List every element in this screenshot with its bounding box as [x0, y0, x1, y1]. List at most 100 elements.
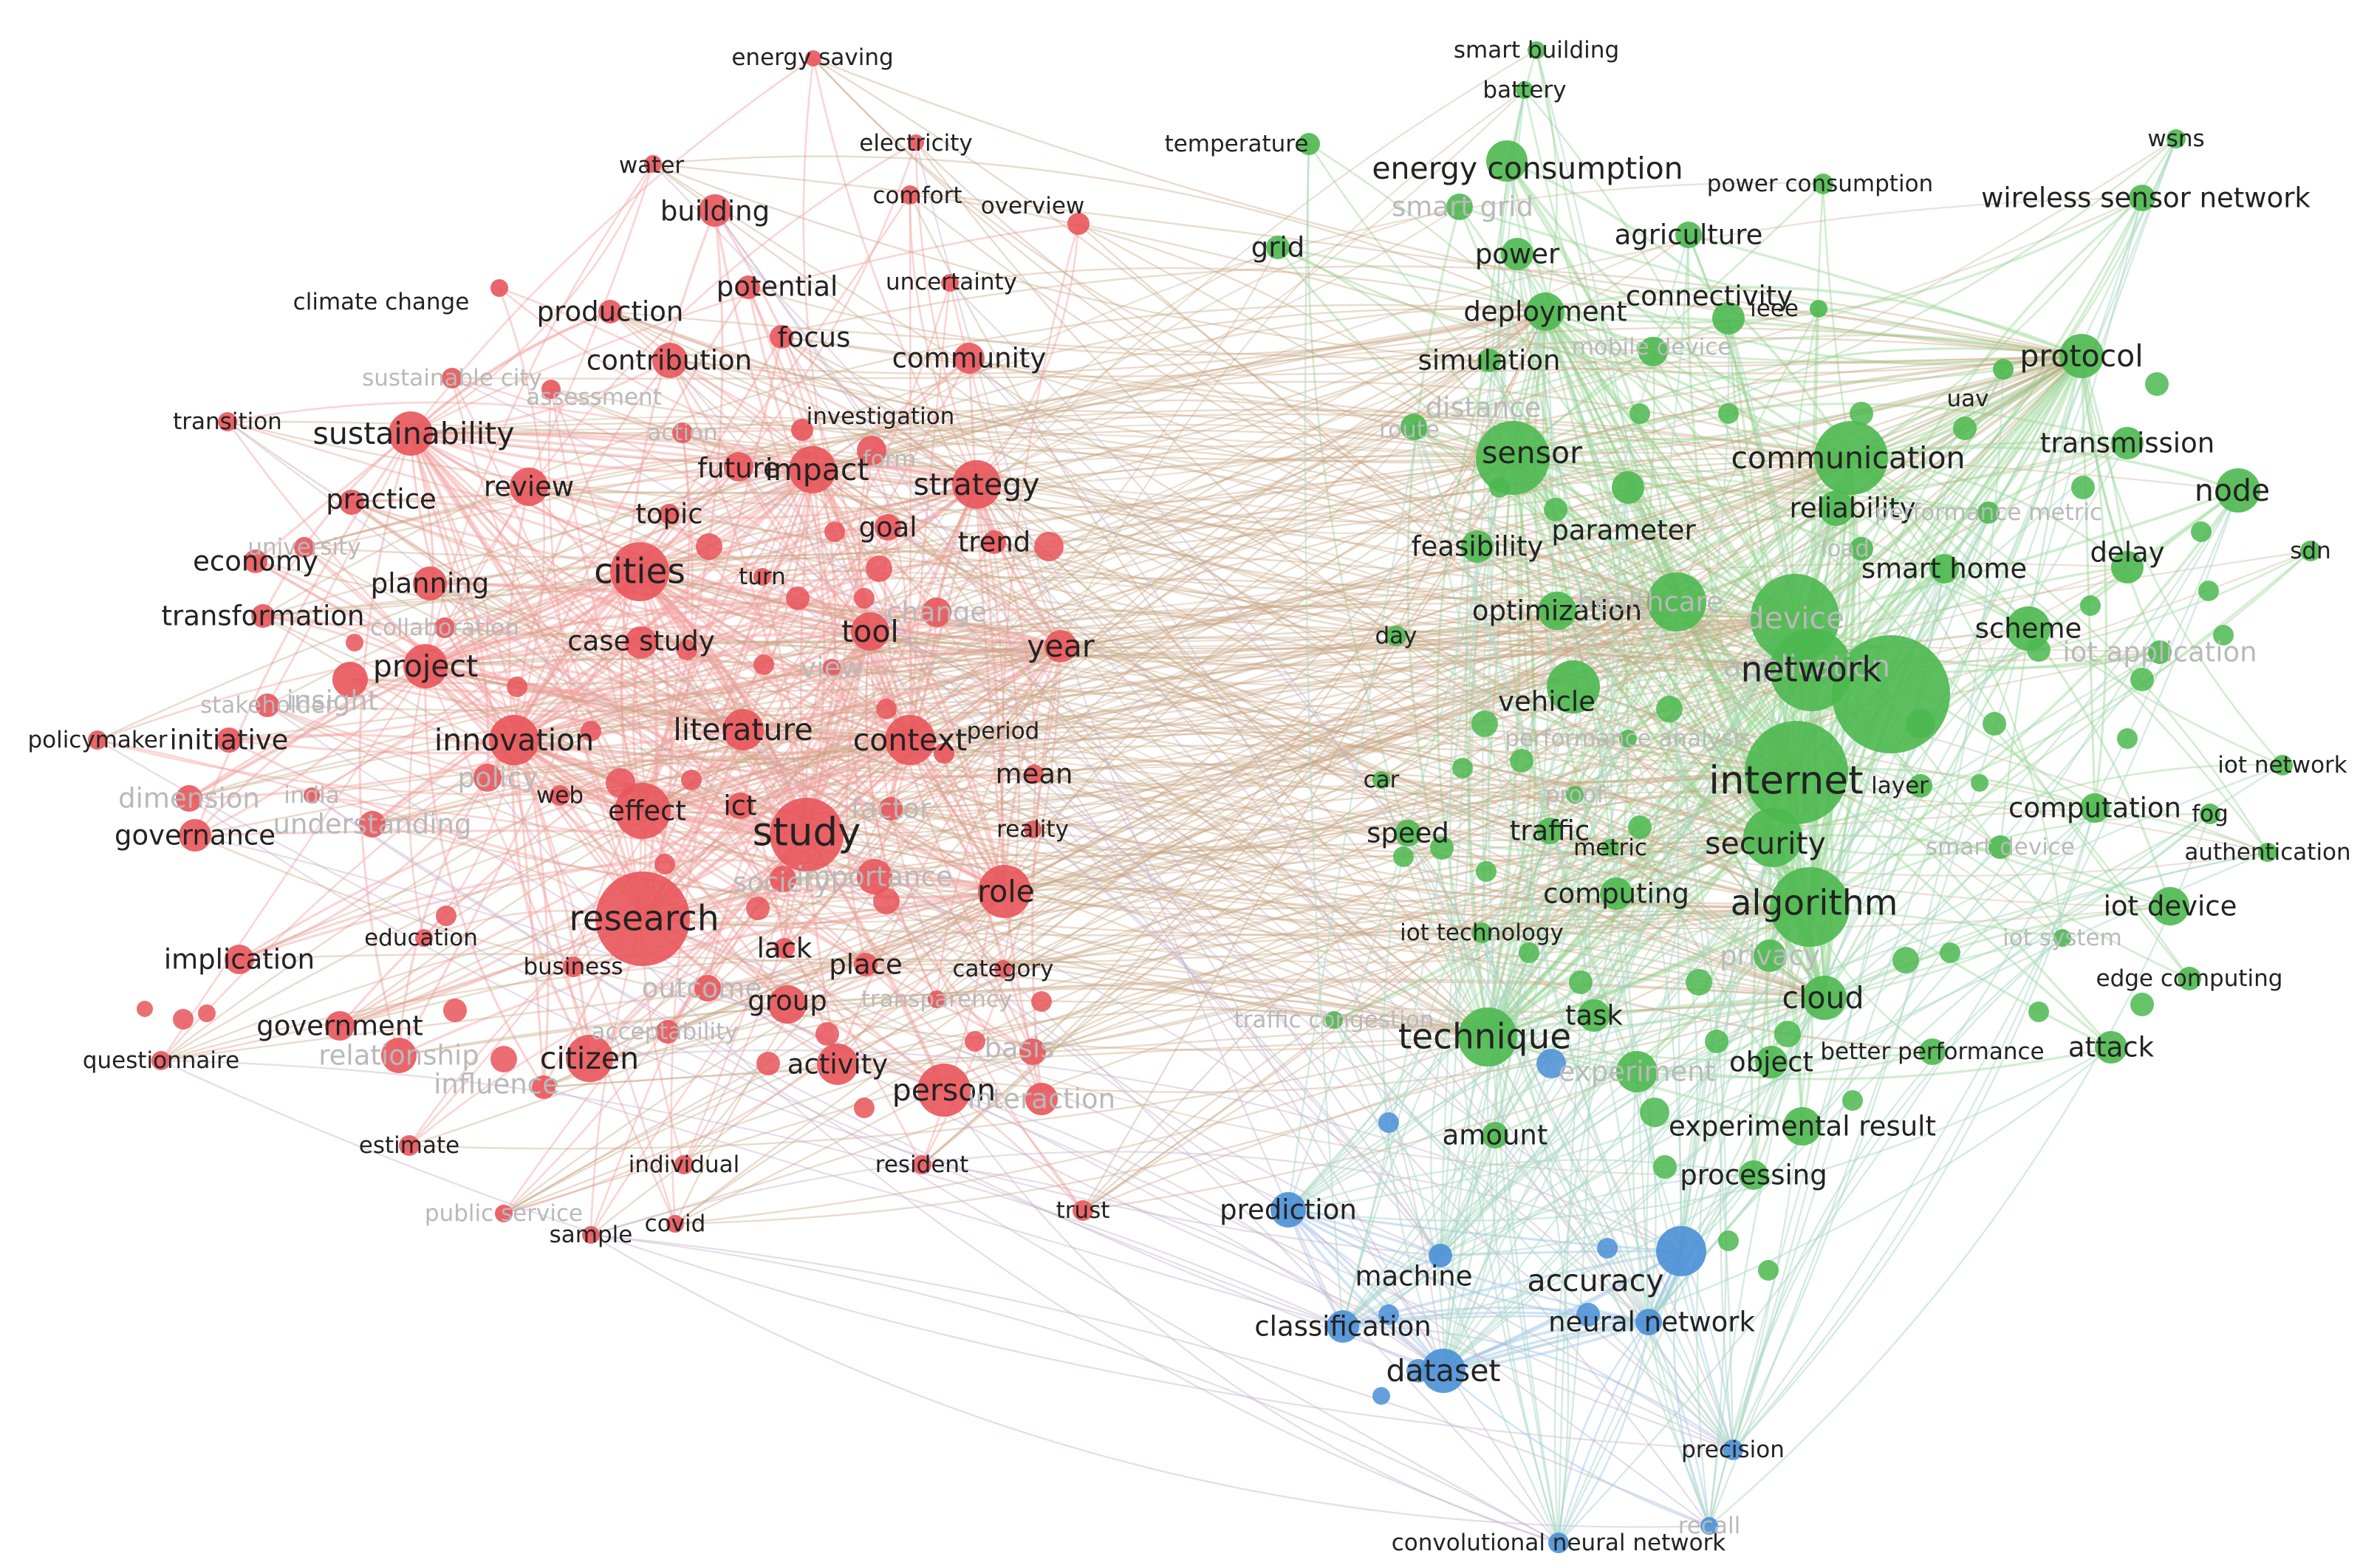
node-recall[interactable]: [1700, 1517, 1718, 1535]
node-machine[interactable]: [1429, 1244, 1452, 1267]
node-dimension[interactable]: [176, 785, 202, 812]
label-public-service[interactable]: public service: [425, 1200, 583, 1227]
node-transmission[interactable]: [2111, 427, 2144, 459]
node-understanding[interactable]: [359, 811, 386, 838]
node-reality[interactable]: [1024, 821, 1042, 838]
node-parameter[interactable]: [1612, 471, 1644, 504]
node-neural-network[interactable]: [1635, 1309, 1662, 1335]
label-contribution[interactable]: contribution: [586, 345, 752, 377]
node-load[interactable]: [1850, 537, 1873, 561]
label-citizen[interactable]: citizen: [540, 1041, 639, 1076]
label-reality[interactable]: reality: [996, 816, 1069, 843]
label-transformation[interactable]: transformation: [162, 600, 365, 632]
label-project[interactable]: project: [373, 648, 478, 684]
label-cities[interactable]: cities: [594, 552, 685, 592]
node-smart-device[interactable]: [1988, 835, 2012, 859]
node-iot-system[interactable]: [2053, 929, 2071, 947]
label-healthcare[interactable]: healthcare: [1577, 586, 1723, 618]
label-transmission[interactable]: transmission: [2040, 428, 2214, 459]
label-wireless-sensor-network[interactable]: wireless sensor network: [1981, 182, 2311, 214]
label-processing[interactable]: processing: [1680, 1160, 1827, 1191]
node-traffic[interactable]: [1536, 818, 1563, 844]
node-accuracy[interactable]: [1656, 1226, 1706, 1276]
node-ieee[interactable]: [1810, 300, 1827, 318]
node-mean[interactable]: [1025, 764, 1044, 784]
label-transition[interactable]: transition: [173, 408, 282, 435]
label-algorithm[interactable]: algorithm: [1731, 883, 1898, 924]
label-accuracy[interactable]: accuracy: [1528, 1263, 1664, 1298]
node-classification[interactable]: [1327, 1310, 1359, 1343]
label-sustainability[interactable]: sustainability: [313, 416, 515, 451]
node-university[interactable]: [294, 537, 315, 558]
node-year[interactable]: [1044, 630, 1077, 663]
node-individual[interactable]: [674, 1155, 694, 1174]
label-power[interactable]: power: [1475, 239, 1560, 270]
label-convolutional-neural-network[interactable]: convolutional neural network: [1392, 1530, 1726, 1556]
node-better-performance[interactable]: [1919, 1038, 1946, 1065]
label-tool[interactable]: tool: [841, 614, 899, 649]
node-network[interactable]: [1770, 629, 1853, 711]
node-economy[interactable]: [244, 550, 267, 573]
node-trend[interactable]: [982, 530, 1006, 554]
label-dimension[interactable]: dimension: [118, 783, 260, 815]
node-wireless-sensor-network[interactable]: [2129, 185, 2155, 211]
node-group[interactable]: [768, 985, 807, 1024]
node-optimization[interactable]: [1538, 592, 1576, 630]
label-power-consumption[interactable]: power consumption: [1707, 171, 1933, 197]
label-climate-change[interactable]: climate change: [293, 289, 470, 315]
label-form[interactable]: form: [863, 446, 916, 473]
node-metric[interactable]: [1601, 839, 1619, 857]
label-practice[interactable]: practice: [326, 484, 437, 516]
label-object[interactable]: object: [1729, 1047, 1813, 1078]
label-wsns[interactable]: wsns: [2147, 126, 2204, 152]
node-grid[interactable]: [1266, 236, 1290, 259]
node-overview[interactable]: [1067, 213, 1090, 235]
label-iot-network[interactable]: iot network: [2217, 752, 2347, 778]
node-importance[interactable]: [857, 859, 892, 894]
label-government[interactable]: government: [256, 1010, 423, 1042]
label-privacy[interactable]: privacy: [1720, 940, 1820, 972]
label-day[interactable]: day: [1375, 623, 1417, 649]
label-mean[interactable]: mean: [996, 759, 1073, 790]
node-place[interactable]: [854, 953, 878, 976]
label-precision[interactable]: precision: [1681, 1437, 1785, 1463]
node-india[interactable]: [304, 787, 320, 804]
label-activity[interactable]: activity: [787, 1049, 888, 1081]
node-convolutional-neural-network[interactable]: [1548, 1533, 1569, 1553]
node-car[interactable]: [1372, 771, 1390, 789]
node-power[interactable]: [1501, 238, 1533, 270]
node-energy-saving[interactable]: [805, 50, 821, 66]
node-effect[interactable]: [615, 783, 671, 839]
label-better-performance[interactable]: better performance: [1820, 1038, 2044, 1065]
label-change[interactable]: change: [886, 597, 987, 629]
label-interaction[interactable]: interaction: [968, 1083, 1115, 1115]
label-network[interactable]: network: [1741, 650, 1883, 691]
label-research[interactable]: research: [569, 899, 719, 939]
label-place[interactable]: place: [829, 949, 903, 981]
label-relationship[interactable]: relationship: [318, 1040, 479, 1072]
node-vehicle[interactable]: [1547, 660, 1600, 713]
node-wsns[interactable]: [2166, 129, 2186, 148]
node-topic[interactable]: [659, 504, 680, 524]
node-object[interactable]: [1755, 1046, 1788, 1078]
node-context[interactable]: [885, 715, 935, 765]
node-acceptability[interactable]: [656, 1020, 680, 1044]
label-category[interactable]: category: [952, 956, 1053, 982]
node-potential[interactable]: [736, 275, 760, 299]
node-planning[interactable]: [413, 566, 447, 600]
label-energy-saving[interactable]: energy saving: [731, 44, 893, 71]
node-authentication[interactable]: [2258, 843, 2277, 862]
label-ieee[interactable]: ieee: [1750, 295, 1799, 322]
node-innovation[interactable]: [489, 715, 539, 765]
label-innovation[interactable]: innovation: [434, 722, 594, 758]
node-amount[interactable]: [1482, 1122, 1508, 1148]
node-traffic-congestion[interactable]: [1325, 1011, 1343, 1029]
label-production[interactable]: production: [537, 296, 684, 328]
label-prediction[interactable]: prediction: [1220, 1194, 1357, 1226]
label-experiment[interactable]: experiment: [1559, 1056, 1716, 1088]
node-uav[interactable]: [1993, 359, 2014, 380]
node-factor[interactable]: [879, 797, 903, 821]
node-ict[interactable]: [727, 792, 753, 819]
label-water[interactable]: water: [619, 152, 685, 179]
label-grid[interactable]: grid: [1251, 232, 1304, 264]
